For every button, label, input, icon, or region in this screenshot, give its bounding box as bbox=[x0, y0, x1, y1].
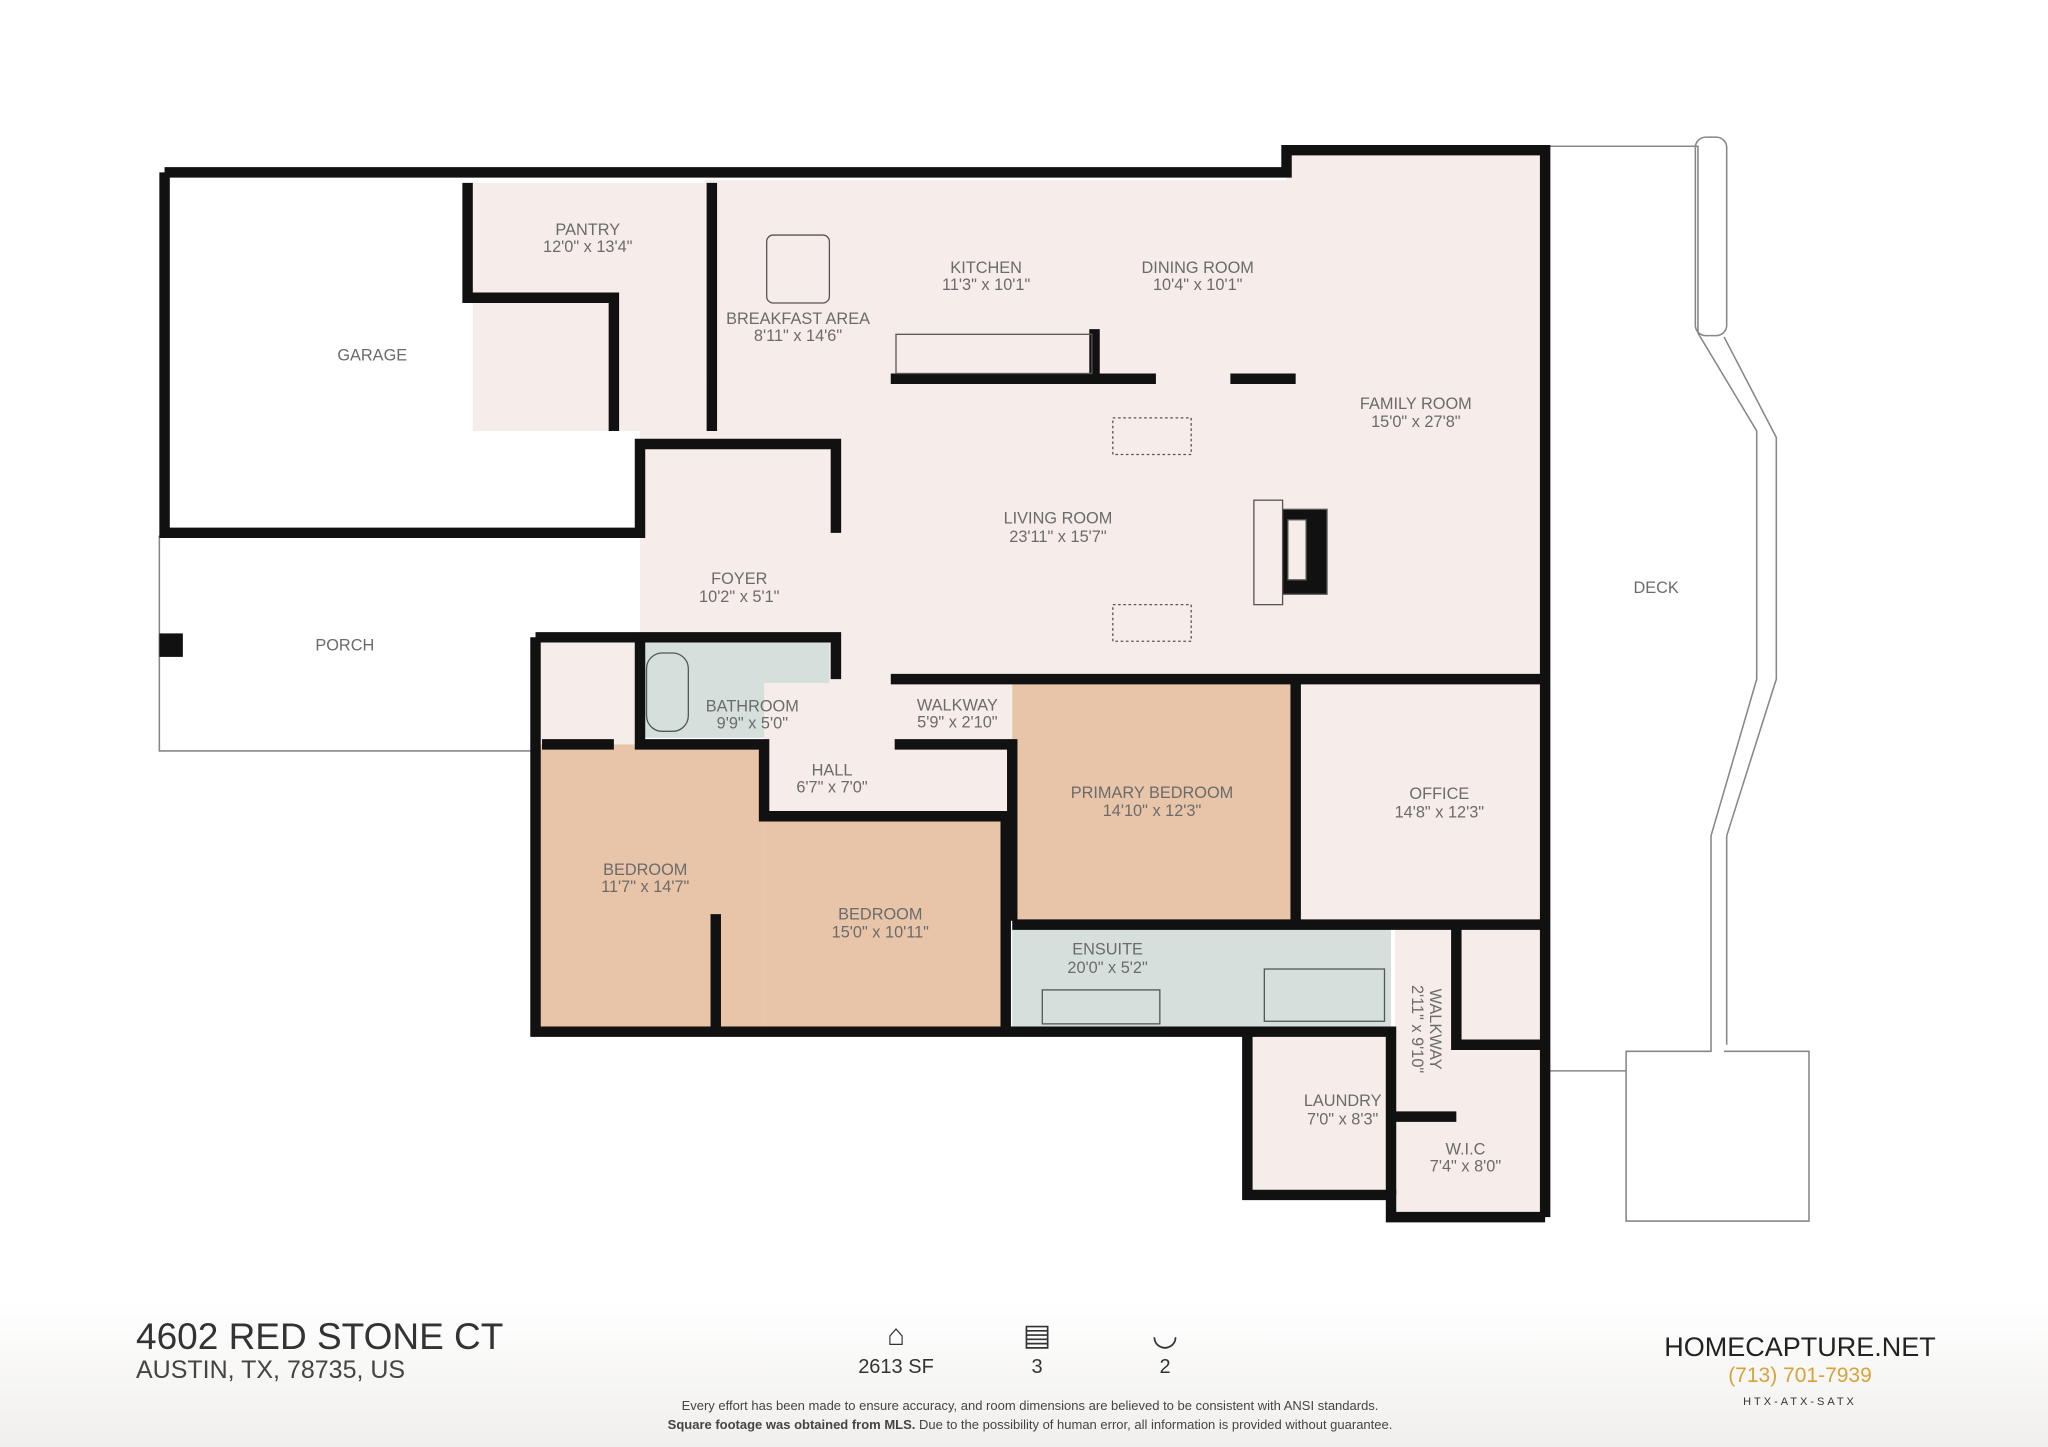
bedrooms-value: 3 bbox=[1031, 1356, 1043, 1378]
walls bbox=[159, 144, 1551, 1223]
hall-dims: 6'7" x 7'0" bbox=[796, 779, 868, 797]
walkway-dims: 2'11" x 9'10" bbox=[1408, 985, 1426, 1073]
walkway-label: WALKWAY bbox=[1426, 989, 1444, 1070]
wic-label: W.I.C bbox=[1446, 1140, 1486, 1158]
bedroom-dims: 11'7" x 14'7" bbox=[601, 878, 689, 896]
primary-bedroom-dims: 14'10" x 12'3" bbox=[1103, 802, 1202, 820]
laundry-dims: 7'0" x 8'3" bbox=[1307, 1110, 1379, 1128]
outdoor-outlines bbox=[158, 136, 1810, 1222]
family-area bbox=[1286, 150, 1542, 684]
family-label: FAMILY ROOM bbox=[1360, 395, 1472, 413]
bedroom2-area bbox=[764, 816, 1006, 1028]
house-icon: ⌂ bbox=[886, 1319, 906, 1352]
bathrooms-value: 2 bbox=[1159, 1356, 1171, 1378]
ensuite-label: ENSUITE bbox=[1072, 941, 1143, 959]
primary-area bbox=[1012, 683, 1294, 921]
bedroom-dims: 15'0" x 10'11" bbox=[832, 924, 930, 942]
dining-dims: 10'4" x 10'1" bbox=[1153, 276, 1243, 294]
fixtures bbox=[645, 234, 1386, 1025]
footer bbox=[0, 1300, 2048, 1447]
laundry-label: LAUNDRY bbox=[1304, 1092, 1382, 1110]
porch-label: PORCH bbox=[315, 636, 374, 654]
room-labels: GARAGE PANTRY 12'0" x 13'4" KITCHEN 11'3… bbox=[315, 221, 1679, 1175]
breakfast-label: BREAKFAST AREA bbox=[726, 310, 870, 328]
office-dims: 14'8" x 12'3" bbox=[1395, 804, 1485, 822]
brand-phone: (713) 701-7939 bbox=[1728, 1364, 1872, 1387]
porch-post bbox=[159, 633, 183, 657]
foyer-dims: 10'2" x 5'1" bbox=[699, 588, 780, 606]
kitchen-label: KITCHEN bbox=[950, 259, 1022, 277]
address-line-2: AUSTIN, TX, 78735, US bbox=[136, 1356, 406, 1384]
dining-label: DINING ROOM bbox=[1142, 259, 1254, 277]
ensuite-area bbox=[1012, 924, 1392, 1032]
bathroom-label: BATHROOM bbox=[706, 698, 799, 716]
address-line-1: 4602 RED STONE CT bbox=[136, 1316, 504, 1357]
walkway-label: WALKWAY bbox=[917, 696, 998, 714]
office-area bbox=[1293, 683, 1542, 921]
closet-area bbox=[535, 642, 640, 745]
living-dims: 23'11" x 15'7" bbox=[1009, 528, 1107, 546]
ensuite-dims: 20'0" x 5'2" bbox=[1067, 959, 1148, 977]
brand-tagline: HTX-ATX-SATX bbox=[1743, 1396, 1857, 1408]
stat-bedrooms: ▤ 3 bbox=[977, 1316, 1097, 1379]
pantry-label: PANTRY bbox=[555, 221, 620, 239]
pantry-dims: 12'0" x 13'4" bbox=[543, 238, 633, 256]
kitchen-area bbox=[705, 180, 1287, 383]
primary-bedroom-label: PRIMARY BEDROOM bbox=[1071, 784, 1234, 802]
stat-bathrooms: ◡ 2 bbox=[1105, 1316, 1225, 1379]
bed-icon: ▤ bbox=[1022, 1319, 1052, 1352]
walkway2-area bbox=[1394, 920, 1546, 1117]
bedroom-label: BEDROOM bbox=[603, 861, 687, 879]
disclaimer-line-2: Square footage was obtained from MLS. Du… bbox=[560, 1417, 1500, 1432]
disclaimer-bold: Square footage was obtained from MLS. bbox=[667, 1417, 916, 1432]
bathroom-dims: 9'9" x 5'0" bbox=[717, 715, 789, 733]
breakfast-dims: 8'11" x 14'6" bbox=[754, 327, 842, 345]
disclaimer-rest: Due to the possibility of human error, a… bbox=[915, 1417, 1393, 1432]
stat-square-feet: ⌂ 2613 SF bbox=[836, 1316, 956, 1379]
foyer-label: FOYER bbox=[711, 570, 767, 588]
family-dims: 15'0" x 27'8" bbox=[1371, 413, 1461, 431]
hall-label: HALL bbox=[812, 762, 853, 780]
brand-name: HOMECAPTURE.NET bbox=[1664, 1332, 1936, 1362]
garage-label: GARAGE bbox=[337, 346, 407, 364]
bathtub-icon: ◡ bbox=[1151, 1319, 1179, 1352]
laundry-area bbox=[1247, 1031, 1392, 1192]
kitchen-dims: 11'3" x 10'1" bbox=[942, 276, 1030, 294]
walkway-dims: 5'9" x 2'10" bbox=[917, 713, 998, 731]
living-label: LIVING ROOM bbox=[1004, 510, 1113, 528]
square-feet-value: 2613 SF bbox=[858, 1356, 934, 1378]
bedroom-label: BEDROOM bbox=[838, 905, 922, 923]
office-label: OFFICE bbox=[1409, 785, 1469, 803]
wic-area bbox=[1391, 1116, 1542, 1212]
bedroom1-area bbox=[535, 744, 765, 1032]
disclaimer-line-1: Every effort has been made to ensure acc… bbox=[681, 1398, 1379, 1413]
deck-label: DECK bbox=[1633, 579, 1678, 597]
wic-dims: 7'4" x 8'0" bbox=[1430, 1157, 1502, 1175]
room-fills bbox=[472, 150, 1546, 1212]
